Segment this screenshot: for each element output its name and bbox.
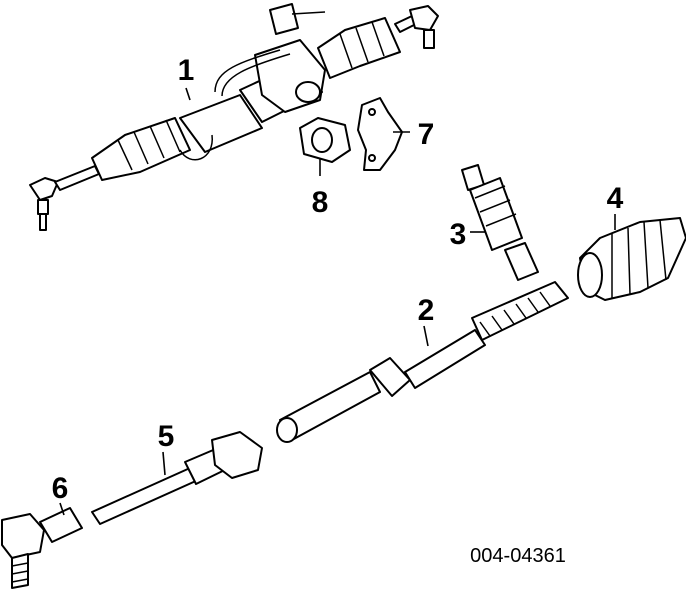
callout-1: 1 (178, 54, 195, 87)
callout-4: 4 (607, 182, 624, 215)
part-pinion-valve (461, 164, 539, 281)
part-steering-gear-assembly (29, 3, 439, 231)
leader-lines (59, 87, 616, 516)
part-bellows-boot (577, 217, 686, 301)
callout-2: 2 (418, 294, 435, 327)
part-outer-tie-rod-end (1, 507, 83, 589)
part-rack-bar (276, 281, 569, 443)
part-inner-tie-rod (91, 431, 263, 525)
callout-6: 6 (52, 472, 69, 505)
part-code-label: 004-04361 (470, 545, 566, 567)
part-mount-bushing (299, 117, 351, 163)
part-mount-clamp (357, 97, 403, 171)
callout-3: 3 (450, 218, 467, 251)
callout-7: 7 (418, 118, 435, 151)
callout-8: 8 (312, 186, 329, 219)
callout-5: 5 (158, 420, 175, 453)
